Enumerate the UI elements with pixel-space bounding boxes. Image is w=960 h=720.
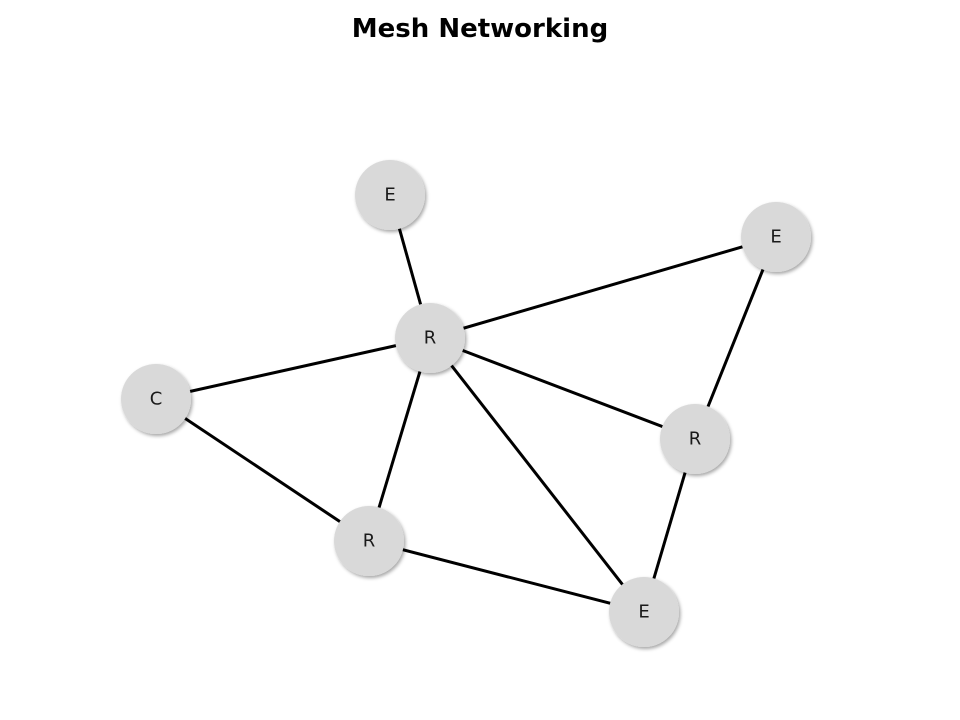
edge-r-center-to-r-bottom [367, 337, 432, 542]
node-label: R [424, 328, 437, 349]
node-label: R [689, 429, 702, 450]
node-label: R [363, 531, 376, 552]
node-circle [355, 160, 425, 230]
node-circle [395, 303, 465, 373]
edge-c-left-to-r-bottom [155, 397, 370, 543]
edge-r-center-to-c-left [155, 336, 431, 401]
node-label: E [384, 185, 395, 206]
diagram-title: Mesh Networking [351, 14, 609, 44]
node-circle [609, 577, 679, 647]
node-label: C [150, 389, 163, 410]
node-e-bottom: E [609, 577, 679, 647]
edge-r-bottom-to-e-bottom [368, 539, 645, 614]
node-c-left: C [121, 364, 191, 434]
node-label: E [638, 602, 649, 623]
edge-r-center-to-e-bottom [428, 337, 646, 613]
node-circle [334, 506, 404, 576]
nodes-layer: E E R C R R E [121, 160, 811, 647]
edges-layer [155, 194, 778, 614]
edge-r-center-to-r-right [429, 336, 696, 441]
edge-r-center-to-e-right [429, 235, 777, 340]
node-circle [741, 202, 811, 272]
node-r-center: R [395, 303, 465, 373]
node-e-right: E [741, 202, 811, 272]
node-e-top: E [355, 160, 425, 230]
node-label: E [770, 227, 781, 248]
node-circle [121, 364, 191, 434]
node-r-bottom: R [334, 506, 404, 576]
node-r-right: R [660, 404, 730, 474]
edge-e-right-to-r-right [693, 236, 778, 440]
node-circle [660, 404, 730, 474]
